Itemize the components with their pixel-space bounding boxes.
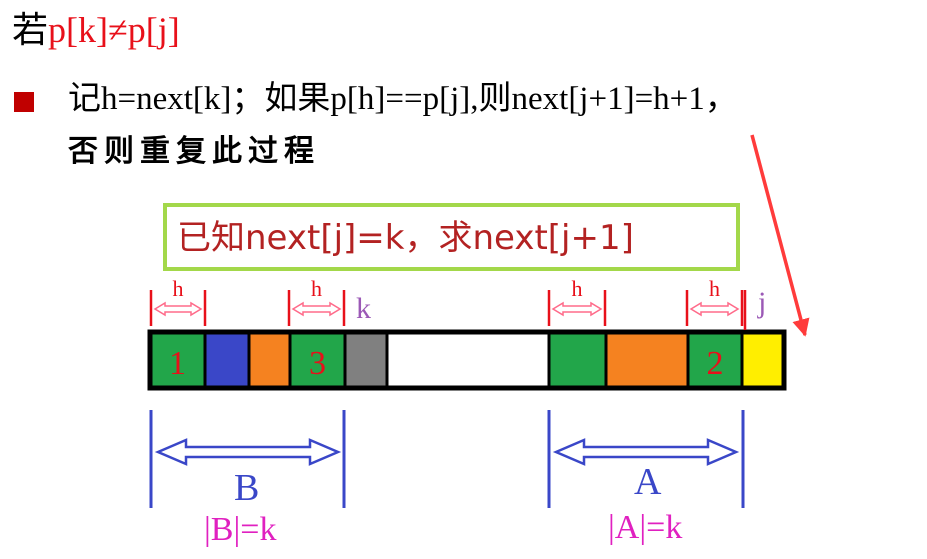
array-cells: 1 3 2 <box>148 330 786 390</box>
k-label: k <box>356 292 371 325</box>
array-cell <box>385 330 551 390</box>
h-marker: h <box>149 276 207 326</box>
bullet-text-line2: 否则重复此过程 <box>68 135 320 168</box>
array-cell-label: 2 <box>707 345 724 382</box>
pointer-arrow <box>750 134 810 337</box>
h-marker: h <box>547 276 607 326</box>
array-cell <box>547 330 608 390</box>
array-cell <box>740 330 786 390</box>
j-label: j <box>757 286 766 319</box>
h-label: h <box>173 276 184 301</box>
array-cell <box>247 330 292 390</box>
span-A-size: |A|=k <box>608 509 682 546</box>
h-label: h <box>311 276 322 301</box>
title-expression: p[k]≠p[j] <box>48 10 180 50</box>
question-text: 已知next[j]=k，求next[j+1] <box>177 218 634 258</box>
span-A-label: A <box>634 461 662 503</box>
span-B: B |B|=k <box>149 410 346 548</box>
array-border <box>147 329 787 391</box>
array-cell <box>203 330 251 390</box>
span-B-label: B <box>234 467 259 509</box>
h-marker: h <box>685 276 744 326</box>
title-prefix: 若 <box>12 10 49 50</box>
slide-title: 若p[k]≠p[j] <box>12 8 180 52</box>
span-B-size: |B|=k <box>204 511 276 548</box>
array-cell-label: 1 <box>169 345 186 382</box>
array-cell <box>604 330 690 390</box>
bullet-text-line1: 记h=next[k]；如果p[h]==p[j],则next[j+1]=h+1， <box>68 81 738 117</box>
array-cell <box>343 330 389 390</box>
bullet-square <box>14 92 34 112</box>
span-A: A |A|=k <box>547 410 745 546</box>
question-box: 已知next[j]=k，求next[j+1] <box>163 203 740 271</box>
h-marker: h <box>287 276 346 326</box>
h-label: h <box>709 276 720 301</box>
h-label: h <box>572 276 583 301</box>
array-cell-label: 3 <box>309 345 326 382</box>
